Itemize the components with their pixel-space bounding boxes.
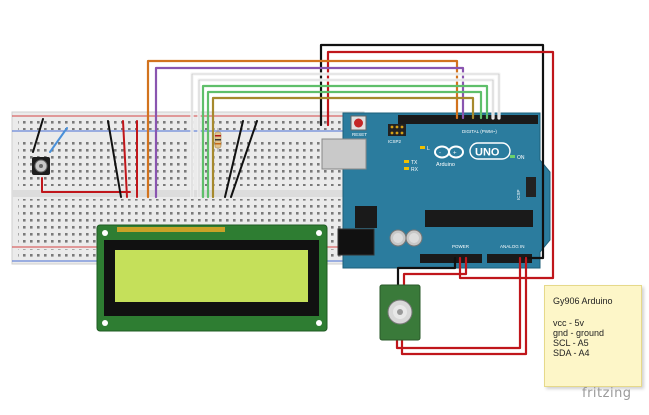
icsp2-label: ICSP2 <box>388 139 402 144</box>
svg-text:+: + <box>453 151 457 157</box>
note-line-vcc: vcc - 5v <box>553 318 585 328</box>
icsp-right-label: ICSP <box>516 189 521 200</box>
wire-black-lcd-2 <box>230 120 258 198</box>
arduino-uno-board: RESET ICSP2 DIGITAL (PWM~) L TX RX ON - … <box>321 112 551 269</box>
wires <box>32 43 555 356</box>
sticky-note: Gy906 Arduino vcc - 5v gnd - ground SCL … <box>544 285 642 387</box>
power-jack <box>337 228 375 256</box>
wire-red-sda <box>395 256 522 350</box>
analog-pin-header <box>487 254 532 263</box>
arduino-infinity-logo-icon: - + <box>434 145 464 159</box>
power-pin-header <box>420 254 482 263</box>
note-line-scl: SCL - A5 <box>553 338 589 348</box>
note-title: Gy906 Arduino <box>553 296 613 306</box>
analog-label: ANALOG IN <box>500 244 525 249</box>
potentiometer <box>32 157 50 175</box>
wire-red-pot <box>41 177 131 193</box>
wire-green-1 <box>201 84 489 199</box>
atmega-chip <box>425 210 533 227</box>
uno-logo-text: UNO <box>475 147 500 159</box>
digital-label: DIGITAL (PWM~) <box>462 129 497 134</box>
fritzing-watermark: fritzing <box>582 386 632 401</box>
terminal-strip-top <box>18 139 358 186</box>
lcd-screen <box>115 250 308 302</box>
lcd-display-16x2 <box>96 224 328 332</box>
wire-black-pot <box>32 118 44 153</box>
led-l-label: L <box>427 146 430 152</box>
note-line-sda: SDA - A4 <box>553 348 590 358</box>
wire-orange <box>146 59 459 199</box>
wire-blue-pot <box>49 127 68 153</box>
usb-connector <box>321 138 367 170</box>
wire-black-gnd-loop <box>319 43 545 260</box>
digital-pin-header <box>398 115 538 124</box>
wire-red-scl <box>400 256 528 356</box>
reset-label: RESET <box>352 132 367 137</box>
wire-olive <box>211 96 475 199</box>
wire-red-sensor <box>402 256 468 289</box>
gy906-temperature-sensor <box>379 284 421 341</box>
led-rx-label: RX <box>411 167 419 173</box>
power-label: POWER <box>452 244 470 249</box>
led-tx-label: TX <box>411 160 418 166</box>
note-line-gnd: gnd - ground <box>553 328 605 338</box>
led-on-label: ON <box>517 155 525 161</box>
wire-black-lcd <box>107 120 122 198</box>
wire-red-lcd-1 <box>122 120 128 198</box>
wire-green-2 <box>206 90 483 199</box>
resistor <box>214 128 222 152</box>
svg-text:-: - <box>439 151 441 157</box>
power-rail-top <box>18 118 358 130</box>
arduino-brand: Arduino <box>436 162 455 168</box>
wire-black-sensor <box>396 256 457 289</box>
wire-black-lcd-3 <box>224 120 244 198</box>
